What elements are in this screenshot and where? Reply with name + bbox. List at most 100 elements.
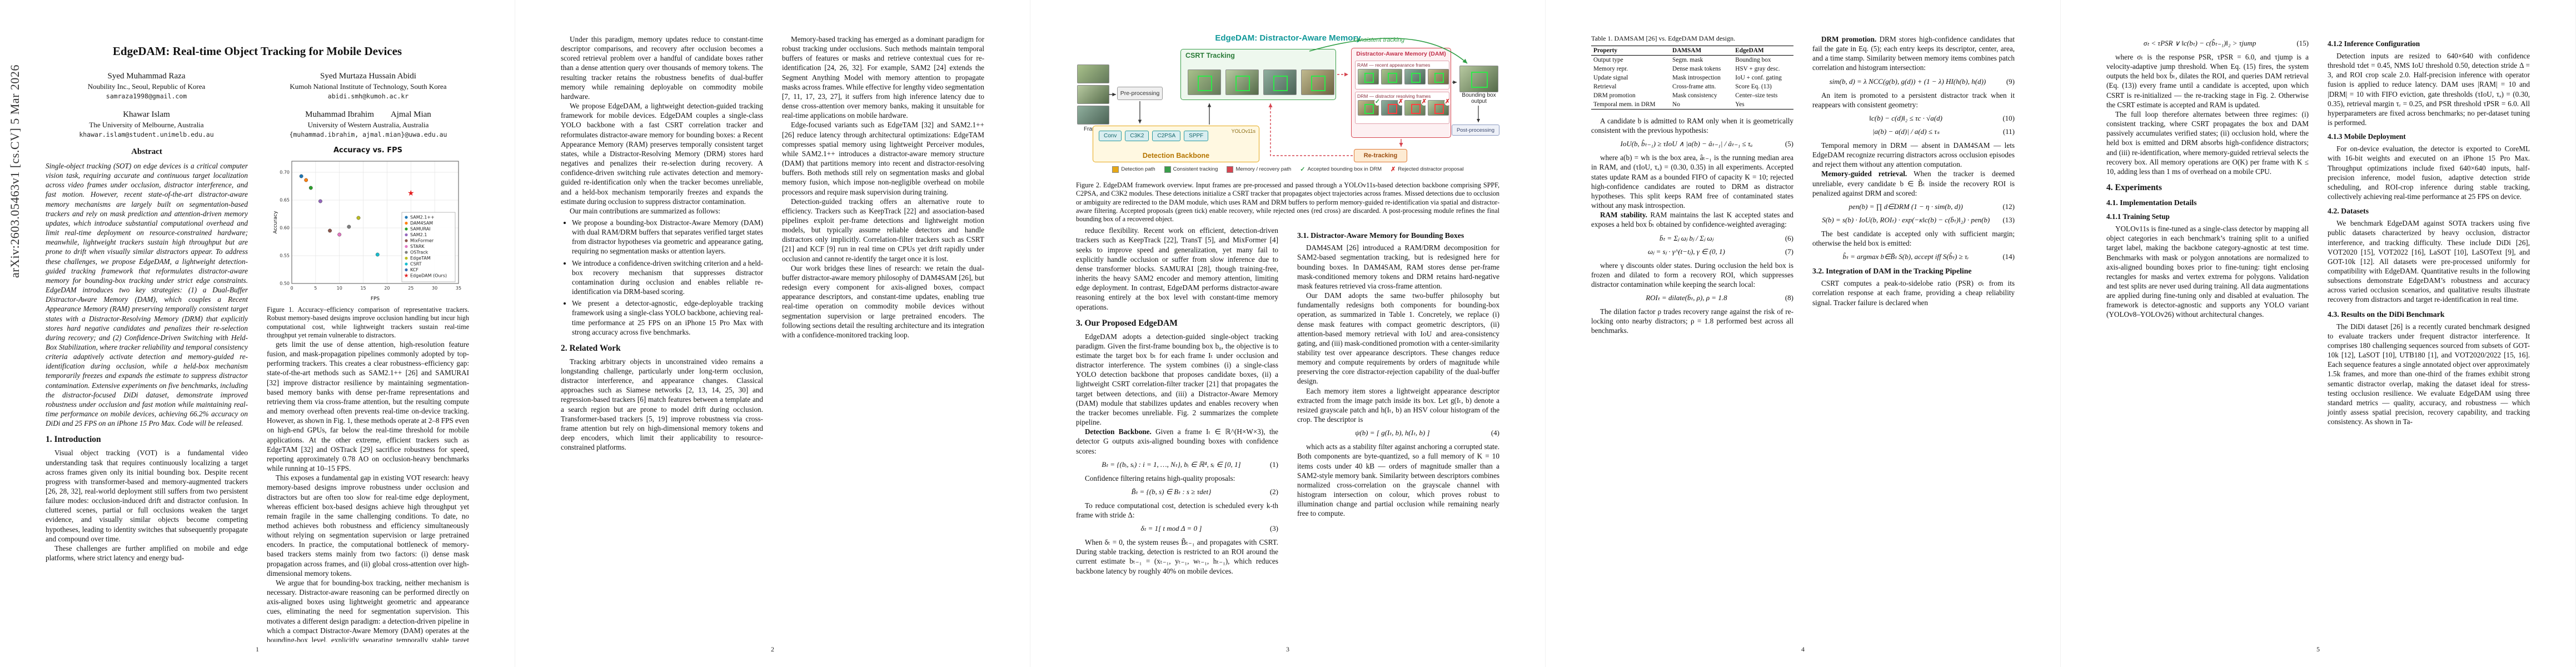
equation-formula: b̂ₜ = argmax b∈B̃ₜ S(b), accept iff S(b̂… <box>1842 252 1969 261</box>
paragraph-lead: RAM stability. <box>1600 211 1651 220</box>
ram-frame-thumbnail <box>1381 69 1402 84</box>
author-name: Muhammad Ibrahim Ajmal Mian <box>305 110 431 119</box>
equation-number: (6) <box>1785 233 1793 242</box>
backbone-network-label: YOLOv11s <box>1231 128 1255 134</box>
paragraph: We argue that for bounding-box tracking,… <box>267 578 469 642</box>
equation-number: (7) <box>1785 247 1793 256</box>
subsection-heading: 3.2. Integration of DAM in the Tracking … <box>1812 267 1972 276</box>
paragraph: Our DAM adopts the same two-buffer philo… <box>1297 291 1499 386</box>
paragraph: Edge-focused variants such as EdgeTAM [3… <box>782 121 984 196</box>
subsection-heading: 4.1. Implementation Details <box>2106 198 2197 207</box>
page-1: arXiv:2603.05463v1 [cs.CV] 5 Mar 2026 Ed… <box>0 0 515 667</box>
reject-cross-icon: ✗ <box>1391 166 1396 173</box>
backbone-module: Conv <box>1099 131 1122 141</box>
page-4: Table 1. DAMSAM [26] vs. EdgeDAM DAM des… <box>1546 0 2061 667</box>
table-cell: DRM promotion <box>1593 92 1636 99</box>
paragraph: DAM4SAM [26] introduced a RAM/DRM decomp… <box>1297 243 1499 290</box>
paragraph: Detection Backbone. Given a frame Iₜ ∈ ℝ… <box>1076 427 1278 455</box>
legend-label: Accepted bounding box in DRM <box>1307 166 1382 172</box>
ram-buffer: RAM — recent appearance frames <box>1355 61 1449 89</box>
ram-frame-thumbnail <box>1428 69 1449 84</box>
table-cell: Temporal mem. in DRM <box>1591 100 1671 109</box>
svg-text:★: ★ <box>404 273 409 279</box>
author-affiliation: Kumoh National Institute of Technology, … <box>290 82 447 91</box>
tracked-frame-thumbnail <box>1188 69 1221 95</box>
author-email: khawar.islam@student.unimelb.edu.au <box>79 131 214 138</box>
diagram-title: EdgeDAM: Distractor-Aware Memory <box>1215 33 1361 43</box>
author-email: {muhammad.ibrahim, ajmal.mian}@uwa.edu.a… <box>289 131 447 138</box>
bullet-list: We propose a bounding-box Distractor-Awa… <box>572 218 763 337</box>
paragraph: The DiDi dataset [26] is a recently cura… <box>2328 322 2530 426</box>
ram-frame-thumbnail <box>1358 69 1379 84</box>
legend-item: Detection path <box>1112 166 1155 173</box>
figure-1-caption: Figure 1. Accuracy–efficiency comparison… <box>267 306 469 339</box>
output-frame-thumbnail <box>1459 66 1498 92</box>
section-heading: 1. Introduction <box>46 435 101 445</box>
table-cell: Segm. mask <box>1672 57 1703 63</box>
equation-number: (4) <box>1491 429 1499 437</box>
paragraph: This exposes a fundamental gap in existi… <box>267 474 469 578</box>
table-cell: Output type <box>1593 57 1623 63</box>
equation: S(b) = s(b) · IoU(b, ROIₜ) · exp(−κ‖c(b)… <box>1812 216 2015 225</box>
bullet-item: We introduce a confidence-driven switchi… <box>572 258 763 297</box>
text-column: Table 1. DAMSAM [26] vs. EdgeDAM DAM des… <box>1591 34 1793 642</box>
page-4-columns: Table 1. DAMSAM [26] vs. EdgeDAM DAM des… <box>1591 34 2015 642</box>
paragraph: We propose EdgeDAM, a lightweight detect… <box>561 102 763 206</box>
table-cell: Yes <box>1733 100 1793 109</box>
page-number: 2 <box>771 645 774 653</box>
paragraph: Memory-based tracking has emerged as a d… <box>782 35 984 120</box>
table-cell: Cross-frame attn. <box>1672 83 1716 90</box>
table-cell: No <box>1670 100 1733 109</box>
svg-text:OSTrack: OSTrack <box>410 250 428 255</box>
svg-text:Accuracy: Accuracy <box>273 211 278 234</box>
svg-text:SAM2.1++: SAM2.1++ <box>410 215 435 220</box>
table-1-block: Table 1. DAMSAM [26] vs. EdgeDAM DAM des… <box>1591 34 1793 109</box>
paragraph: When δₜ = 0, the system reuses B̃ₜ₋₁ and… <box>1076 538 1278 575</box>
page-2: Under this paradigm, memory updates redu… <box>515 0 1030 667</box>
table-cell: HSV + gray desc. <box>1735 66 1780 72</box>
subsubsection-heading: 4.1.1 Training Setup <box>2106 212 2170 221</box>
paragraph: which acts as a stability filter against… <box>1297 442 1499 518</box>
reject-cross-icon: ✗ <box>1397 98 1404 106</box>
table-header-cell: Property <box>1591 46 1671 56</box>
ram-label: RAM — recent appearance frames <box>1357 62 1431 68</box>
equation-number: (12) <box>2002 202 2015 211</box>
drm-buffer: DRM — distractor resolving frames ✓ ✗ ✗ … <box>1355 92 1451 124</box>
bullet-item: We present a detector-agnostic, edge-dep… <box>572 298 763 337</box>
drm-frames: ✓ ✗ ✗ ✗ <box>1356 98 1451 116</box>
equation: δₜ = 1[ t mod Δ = 0 ](3) <box>1076 524 1278 533</box>
bullet-item: We propose a bounding-box Distractor-Awa… <box>572 218 763 256</box>
equation-number: (1) <box>1269 460 1278 469</box>
paragraph: RAM stability. RAM maintains the last K … <box>1591 211 1793 229</box>
drm-label: DRM — distractor resolving frames <box>1357 93 1431 99</box>
paragraph: These challenges are further amplified o… <box>46 544 248 563</box>
legend-swatch <box>1112 166 1119 173</box>
svg-text:0.55: 0.55 <box>280 253 290 258</box>
equation-formula: |a(b) − a(d)| / a(d) ≤ τₛ <box>1872 127 1940 136</box>
equation-formula: ‖c(b) − c(d)‖₂ ≤ τc · √a(d) <box>1869 113 1942 122</box>
table-cell: Dense mask tokens <box>1672 66 1721 72</box>
page-3: EdgeDAM: Distractor-Aware Memory Frames … <box>1030 0 1546 667</box>
page-5: σₜ < τPSR ∨ ‖c(bₜ) − c(b̂ₜ₋₁)‖₂ > τjump(… <box>2061 0 2576 667</box>
text-column: Under this paradigm, memory updates redu… <box>561 34 763 642</box>
equation: b̄ₜ = Σⱼ ωⱼ bⱼ / Σⱼ ωⱼ(6) <box>1591 234 1793 243</box>
drm-frame-thumbnail: ✗ <box>1428 98 1451 116</box>
equation-formula: sim(b, d) = λ NCC(g(b), g(d)) + (1 − λ) … <box>1829 77 1986 86</box>
equation-number: (11) <box>2002 127 2015 136</box>
equation: ψ(b) = [ g(Iₜ, b), h(Iₜ, b) ](4) <box>1297 429 1499 437</box>
svg-text:STARK: STARK <box>410 244 425 249</box>
equation: Bₜ = {(bᵢ, sᵢ) : i = 1, …, Nₜ}, bᵢ ∈ ℝ⁴,… <box>1076 460 1278 469</box>
section-heading: 4. Experiments <box>2106 183 2162 193</box>
author-email: abidi.smh@kumoh.ac.kr <box>327 92 409 100</box>
ram-frames <box>1356 68 1449 84</box>
page-5-columns: σₜ < τPSR ∨ ‖c(bₜ) − c(b̂ₜ₋₁)‖₂ > τjump(… <box>2106 34 2530 642</box>
equation-formula: δₜ = 1[ t mod Δ = 0 ] <box>1140 524 1202 533</box>
legend-item: ✗Rejected distractor proposal <box>1391 166 1464 173</box>
